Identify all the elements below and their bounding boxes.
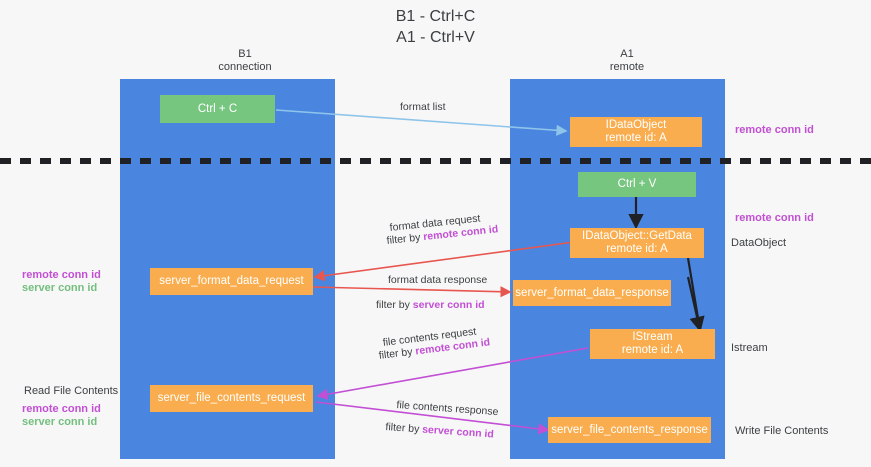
annotation-write-file-contents: Write File Contents	[735, 425, 829, 437]
edge-label-format-data-response-filter: filter by server conn id	[376, 298, 485, 312]
edge-label-format-list: format list	[400, 101, 446, 113]
filter-prefix: filter by	[385, 420, 423, 436]
node-server-file-contents-response[interactable]: server_file_contents_response	[548, 417, 711, 443]
annotation-istream: Istream	[731, 342, 768, 354]
filter-prefix: filter by	[378, 345, 417, 362]
annotation-server-conn-id-left-bottom: server conn id	[22, 416, 98, 428]
node-ctrl-v[interactable]: Ctrl + V	[578, 172, 696, 197]
edge-label-file-contents-response-filter: filter by server conn id	[385, 420, 494, 442]
column-header-left: B1 connection	[218, 48, 272, 73]
page-title: B1 - Ctrl+C A1 - Ctrl+V	[395, 8, 476, 46]
node-idataobject[interactable]: IDataObject remote id: A	[570, 117, 702, 147]
node-server-file-contents-request[interactable]: server_file_contents_request	[150, 385, 313, 412]
node-server-format-data-response[interactable]: server_format_data_response	[513, 280, 671, 306]
filter-prefix: filter by	[386, 231, 424, 247]
filter-value-server-conn-id: server conn id	[421, 423, 495, 441]
node-idataobject-getdata[interactable]: IDataObject::GetData remote id: A	[570, 228, 704, 258]
edge-label-format-data-response: format data response	[388, 274, 488, 286]
edge-label-file-contents-response: file contents response	[396, 398, 499, 419]
node-ctrl-c[interactable]: Ctrl + C	[160, 95, 275, 123]
node-istream[interactable]: IStream remote id: A	[590, 329, 715, 359]
column-header-right: A1 remote	[609, 48, 645, 73]
annotation-remote-conn-id-mid: remote conn id	[735, 212, 814, 224]
filter-prefix: filter by	[376, 299, 413, 311]
annotation-remote-conn-id-top: remote conn id	[735, 124, 814, 136]
annotation-remote-conn-id-left-bottom: remote conn id	[22, 403, 101, 415]
annotation-remote-conn-id-left-mid: remote conn id	[22, 269, 101, 281]
annotation-dataobject: DataObject	[731, 237, 787, 249]
annotation-server-conn-id-left-mid: server conn id	[22, 282, 98, 294]
annotation-read-file-contents: Read File Contents	[24, 385, 119, 397]
filter-value-server-conn-id: server conn id	[412, 299, 485, 311]
node-server-format-data-request[interactable]: server_format_data_request	[150, 268, 313, 295]
